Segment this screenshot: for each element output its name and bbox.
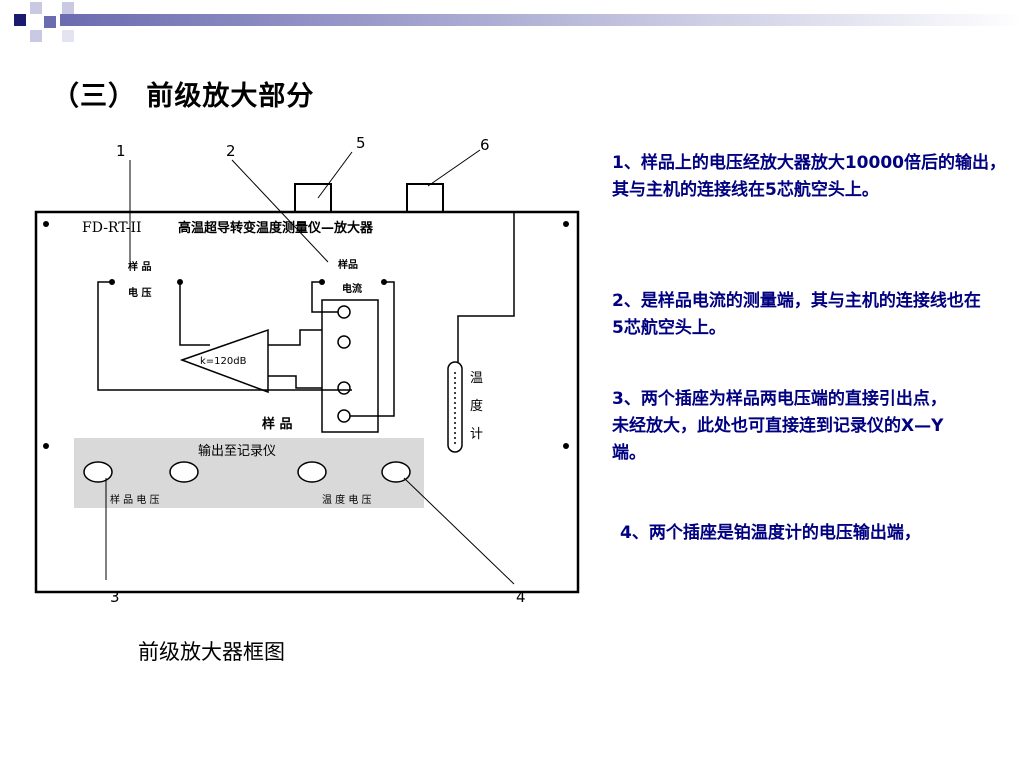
gradient-bar [60, 14, 1024, 26]
callout-number: 4 [516, 588, 526, 606]
note-4: 4、两个插座是铂温度计的电压输出端， [620, 523, 921, 543]
panel-outline [34, 210, 580, 594]
screw-icon [43, 221, 49, 227]
square-dark [14, 14, 26, 26]
square-mid [44, 16, 56, 28]
note-1: 1、样品上的电压经放大器放大10000倍后的输出，其与主机的连接线在5芯航空头上… [612, 153, 1006, 201]
note-3: 3、两个插座为样品两电压端的直接引出点，未经放大，此处也可直接连到记录仪的X—Y… [612, 389, 947, 464]
screw-icon [563, 443, 569, 449]
output-box-label: 输出至记录仪 [198, 443, 276, 459]
sample-current-label: 样品 [338, 258, 358, 271]
sample-voltage-label: 电 压 [128, 286, 151, 299]
thermometer-label: 度 [470, 398, 483, 414]
output-left-label: 样 品 电 压 [110, 493, 160, 506]
screw-icon [43, 443, 49, 449]
output-box [74, 438, 424, 508]
sample-label: 样 品 [262, 416, 293, 432]
screw-icon [563, 221, 569, 227]
sample-block [321, 299, 379, 433]
output-right-label: 温 度 电 压 [322, 493, 372, 506]
diagram-caption: 前级放大器框图 [138, 640, 285, 664]
square-light [30, 2, 42, 14]
square-light [30, 30, 42, 42]
slide-title: （三） 前级放大部分 [52, 81, 315, 112]
amplifier-gain: k=120dB [200, 356, 247, 367]
connector-6 [406, 183, 444, 213]
sample-current-label: 电流 [342, 282, 362, 295]
square-light [62, 30, 74, 42]
square-mid [62, 2, 74, 14]
connector-5 [294, 183, 332, 213]
callout-number: 1 [116, 142, 126, 160]
callout-number: 3 [110, 588, 120, 606]
amplifier-triangle [179, 328, 269, 394]
preamp-block-diagram: FD-RT-II 高温超导转变温度测量仪—放大器 样 品 电 压 样品 电流 [34, 134, 580, 606]
callout-number: 5 [356, 134, 366, 152]
thermometer-label: 计 [470, 427, 483, 442]
thermometer-label: 温 [470, 371, 483, 386]
panel-model: FD-RT-II [82, 220, 142, 236]
corner-decoration [14, 2, 1024, 42]
callout-number: 6 [480, 136, 490, 154]
panel-name: 高温超导转变温度测量仪—放大器 [178, 220, 374, 236]
sample-voltage-label: 样 品 [128, 260, 151, 273]
note-2: 2、是样品电流的测量端，其与主机的连接线也在5芯航空头上。 [612, 291, 981, 339]
callout-number: 2 [226, 142, 236, 160]
thermometer-probe [447, 361, 463, 453]
